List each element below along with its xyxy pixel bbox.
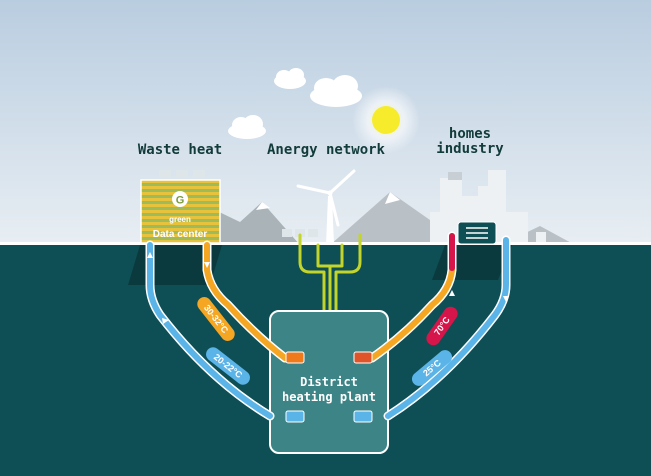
- cloud-icon: [310, 75, 362, 107]
- cloud-icon: [228, 115, 266, 139]
- homes-shadow: [432, 245, 512, 280]
- district-plant-label-line2: heating plant: [282, 390, 376, 404]
- homes-label: homes: [449, 126, 491, 142]
- data-center-building: G green Data center: [140, 170, 221, 244]
- flow-arrows: [147, 252, 509, 324]
- sky: [0, 0, 651, 245]
- wind-turbine-icon: [282, 169, 356, 245]
- data-center-label: Data center: [153, 229, 208, 240]
- industry-label: industry: [436, 141, 504, 157]
- sun-icon: [352, 86, 420, 154]
- cloud-icon: [274, 68, 306, 89]
- data-center-logo: G: [176, 195, 185, 207]
- waste-heat-label: Waste heat: [138, 142, 222, 158]
- homes-substation: [457, 221, 497, 245]
- district-plant-label-line1: District: [300, 375, 358, 389]
- anergy-network-label: Anergy network: [267, 142, 386, 158]
- data-center-brand: green: [169, 215, 191, 224]
- heat-exchanger-connectors: [285, 351, 373, 423]
